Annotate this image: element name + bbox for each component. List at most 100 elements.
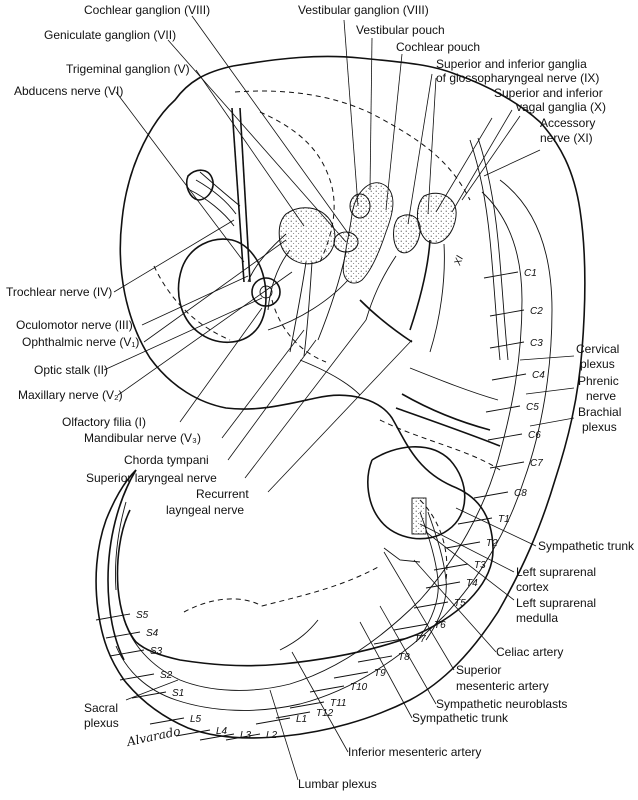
- label-cochlear-pouch: Cochlear pouch: [396, 40, 480, 54]
- segment-label-s4: S4: [146, 628, 159, 639]
- label-accessory-nerve-2: nerve (XI): [540, 131, 593, 145]
- spinal-root-l3: [199, 733, 235, 741]
- optic-stalk-ring: [251, 277, 281, 307]
- label-suprarenal-cortex-2: cortex: [516, 580, 549, 594]
- segment-label-l2: L2: [266, 730, 278, 741]
- label-sup-mesenteric-2: mesenteric artery: [456, 679, 549, 693]
- segment-label-l5: L5: [190, 714, 202, 725]
- segment-label-c6: C6: [528, 430, 541, 441]
- label-vestibular-pouch: Vestibular pouch: [356, 23, 445, 37]
- spinal-root-t2: [445, 541, 481, 549]
- label-suprarenal-medulla-1: Left suprarenal: [516, 596, 596, 610]
- label-trochlear-nerve: Trochlear nerve (IV): [6, 285, 112, 299]
- segment-label-c5: C5: [526, 402, 539, 413]
- label-suprarenal-medulla-2: medulla: [516, 611, 558, 625]
- label-superior-laryngeal: Superior laryngeal nerve: [86, 471, 217, 485]
- label-vagal-ganglia-1: Superior and inferior: [494, 86, 603, 100]
- label-glosso-ganglia-2: of glossopharyngeal nerve (IX): [436, 71, 599, 85]
- segment-label-t6: T6: [434, 620, 446, 631]
- spinal-root-t12: [275, 711, 311, 719]
- trigeminal-ganglion-shape: [278, 207, 336, 265]
- segment-label-t1: T1: [498, 514, 510, 525]
- label-geniculate-ganglion: Geniculate ganglion (VII): [44, 28, 176, 42]
- segment-label-t2: T2: [486, 538, 498, 549]
- label-phrenic-nerve-1: Phrenic: [578, 374, 619, 388]
- label-abducens-nerve: Abducens nerve (VI): [14, 84, 123, 98]
- label-sup-mesenteric-1: Superior: [456, 663, 501, 677]
- segment-label-c1: C1: [524, 268, 537, 279]
- label-sympathetic-neuroblasts: Sympathetic neuroblasts: [436, 697, 567, 711]
- segment-label-t12: T12: [316, 708, 334, 719]
- spinal-root-s1: [131, 691, 167, 699]
- segment-label-t8: T8: [398, 652, 410, 663]
- spinal-root-t8: [357, 655, 393, 663]
- segment-label-s3: S3: [150, 646, 163, 657]
- segment-label-s5: S5: [136, 610, 149, 621]
- spinal-root-t3: [433, 563, 469, 571]
- label-sacral-plexus-1: Sacral: [84, 701, 118, 715]
- label-brachial-plexus-2: plexus: [582, 420, 617, 434]
- label-cochlear-ganglion: Cochlear ganglion (VIII): [84, 3, 210, 17]
- segment-label-l4: L4: [216, 726, 228, 737]
- labels: Cochlear ganglion (VIII) Geniculate gang…: [6, 3, 635, 791]
- label-sacral-plexus-2: plexus: [84, 716, 119, 730]
- label-maxillary-nerve: Maxillary nerve (V₂): [18, 388, 123, 402]
- label-sympathetic-trunk-upper: Sympathetic trunk: [538, 539, 635, 553]
- label-lumbar-plexus: Lumbar plexus: [298, 777, 377, 791]
- vestibular-ganglion-shape: [349, 193, 371, 219]
- spinal-root-t1: [457, 517, 493, 525]
- segment-label-t7: T7: [414, 634, 426, 645]
- vagal-ganglia-shape: [417, 192, 457, 244]
- spinal-root-s2: [119, 673, 155, 681]
- segment-label-s1: S1: [172, 688, 184, 699]
- spinal-nerve-roots: [95, 271, 527, 741]
- segment-label-l1: L1: [296, 714, 307, 725]
- segment-label-c3: C3: [530, 338, 543, 349]
- segment-label-s2: S2: [160, 670, 173, 681]
- segment-label-t3: T3: [474, 560, 486, 571]
- label-glosso-ganglia-1: Superior and inferior ganglia: [436, 57, 587, 71]
- label-celiac-artery: Celiac artery: [496, 645, 563, 659]
- label-ophthalmic-nerve: Ophthalmic nerve (V₁): [22, 335, 139, 349]
- label-sympathetic-trunk-lower: Sympathetic trunk: [412, 711, 509, 725]
- segment-label-c8: C8: [514, 488, 527, 499]
- segment-label-c2: C2: [530, 306, 543, 317]
- label-recurrent-1: Recurrent: [196, 487, 249, 501]
- spinal-root-t4: [425, 581, 461, 589]
- label-trigeminal-ganglion: Trigeminal ganglion (V): [66, 62, 190, 76]
- spinal-root-l5: [149, 717, 185, 725]
- spinal-cord: [115, 179, 553, 711]
- otic-pouch-shape: [342, 182, 394, 284]
- label-phrenic-nerve-2: nerve: [586, 389, 616, 403]
- segment-label-c4: C4: [532, 370, 545, 381]
- label-vagal-ganglia-2: vagal ganglia (X): [516, 100, 606, 114]
- spinal-root-c4: [491, 373, 527, 381]
- spinal-root-l2: [225, 733, 261, 741]
- segment-label-t10: T10: [350, 682, 368, 693]
- suprarenal-block: [411, 497, 427, 535]
- label-cervical-plexus-2: plexus: [580, 357, 615, 371]
- spinal-root-t7: [373, 637, 409, 645]
- spinal-root-t6: [393, 623, 429, 631]
- label-inferior-mesenteric: Inferior mesenteric artery: [348, 745, 481, 759]
- segment-label-l3: L3: [240, 730, 252, 741]
- spinal-root-c7: [489, 461, 525, 469]
- segment-label-c7: C7: [530, 458, 543, 469]
- spinal-root-c5: [485, 405, 521, 413]
- label-optic-stalk: Optic stalk (II): [34, 363, 108, 377]
- label-xi-mark: XI: [452, 254, 466, 268]
- label-recurrent-2: layngeal nerve: [166, 503, 244, 517]
- spinal-root-c8: [473, 491, 509, 499]
- artist-signature: Alvarado: [125, 724, 182, 749]
- segment-label-t5: T5: [454, 598, 466, 609]
- label-oculomotor-nerve: Oculomotor nerve (III): [16, 318, 133, 332]
- segment-labels: C1C2C3C4C5C6C7C8T1T2T3T4T5T6T7T8T9T10T11…: [136, 268, 545, 741]
- label-olfactory-filia: Olfactory filia (I): [62, 415, 146, 429]
- label-brachial-plexus-1: Brachial: [578, 405, 621, 419]
- embryo-outline: [95, 55, 586, 739]
- cranial-structures: [185, 107, 509, 447]
- segment-label-t11: T11: [330, 698, 347, 709]
- label-chorda-tympani: Chorda tympani: [124, 453, 209, 467]
- spinal-root-l1: [255, 717, 291, 725]
